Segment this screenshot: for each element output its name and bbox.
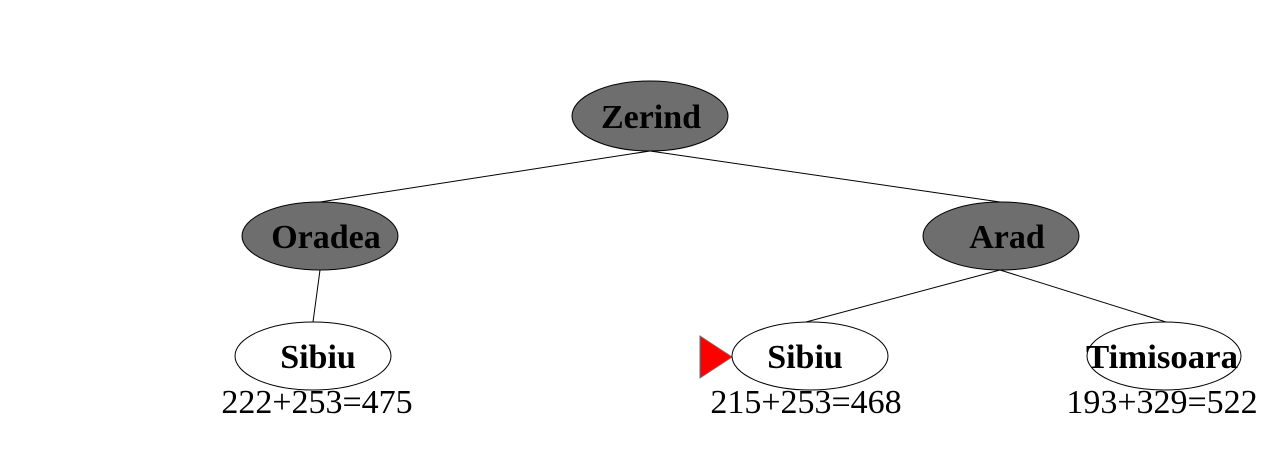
- node-arad-shape: [922, 201, 1080, 271]
- node-sibiu-mid-shape: [731, 321, 889, 391]
- node-arad: Arad: [922, 201, 1080, 271]
- edge-arad-timisoara: [999, 269, 1167, 323]
- node-arad-label: Arad: [969, 219, 1045, 256]
- node-sibiu-left-shape: [234, 321, 392, 391]
- node-sibiu-mid-label: Sibiu: [767, 339, 843, 376]
- node-oradea-shape: [241, 201, 399, 271]
- edge-zerind-oradea: [319, 150, 651, 203]
- node-zerind-label: Zerind: [601, 99, 701, 136]
- node-timisoara-cost: 193+329=522: [1066, 384, 1257, 421]
- node-zerind: Zerind: [571, 80, 729, 152]
- edge-zerind-arad: [649, 150, 1001, 203]
- node-sibiu-mid: Sibiu 215+253=468: [699, 321, 902, 421]
- edge-oradea-sibiu: [312, 269, 321, 323]
- node-sibiu-left-cost: 222+253=475: [221, 384, 412, 421]
- node-zerind-shape: [571, 80, 729, 152]
- edge-arad-sibiu: [805, 269, 1001, 323]
- node-oradea: Oradea: [241, 201, 399, 271]
- node-oradea-label: Oradea: [271, 219, 381, 256]
- node-sibiu-left-label: Sibiu: [280, 339, 356, 376]
- node-timisoara-shape: [1086, 321, 1242, 391]
- node-timisoara-label: Timisoara: [1086, 339, 1238, 376]
- node-sibiu-mid-cost: 215+253=468: [710, 384, 901, 421]
- node-sibiu-left: Sibiu 222+253=475: [221, 321, 413, 421]
- node-timisoara: Timisoara 193+329=522: [1066, 321, 1258, 421]
- next-expansion-marker-icon: [699, 335, 733, 379]
